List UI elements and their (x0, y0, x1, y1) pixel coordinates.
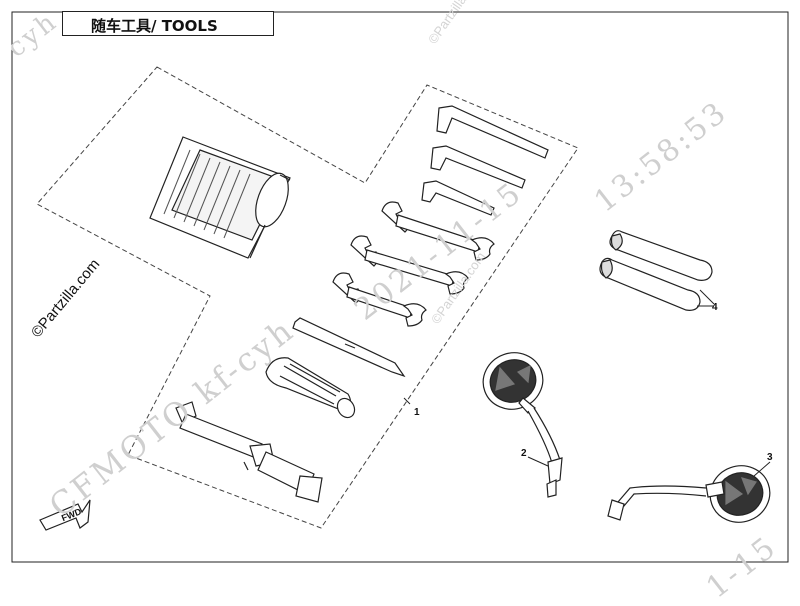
mirror-right (607, 465, 771, 523)
fwd-arrow-icon (39, 499, 91, 531)
grip-lower (599, 257, 701, 311)
outer-frame (11, 11, 789, 563)
screwdriver-handle (265, 357, 356, 419)
page-title: 随车工具/ TOOLS (91, 17, 218, 35)
toolkit-boundary (36, 66, 579, 529)
tool-bag (149, 136, 291, 259)
leader-3 (753, 461, 771, 477)
hex-key-small (421, 180, 495, 216)
grip-upper (609, 230, 713, 281)
leader-4 (697, 289, 715, 307)
screwdriver-bit (292, 317, 406, 378)
callout-2: 2 (521, 448, 527, 459)
leader-2 (527, 456, 549, 467)
leader-1 (403, 397, 411, 405)
spark-plug-wrench (175, 401, 323, 503)
diagram-artwork (11, 11, 789, 563)
wrench-2 (350, 235, 469, 295)
callout-1: 1 (414, 407, 420, 418)
callout-3: 3 (767, 452, 773, 463)
wrench-1 (381, 201, 495, 261)
callout-4: 4 (712, 302, 718, 313)
mirror-left (482, 352, 563, 498)
title-box: 随车工具/ TOOLS (62, 11, 274, 36)
hex-key-medium (430, 145, 526, 189)
wrench-3 (332, 272, 427, 327)
hex-key-large (436, 105, 549, 159)
